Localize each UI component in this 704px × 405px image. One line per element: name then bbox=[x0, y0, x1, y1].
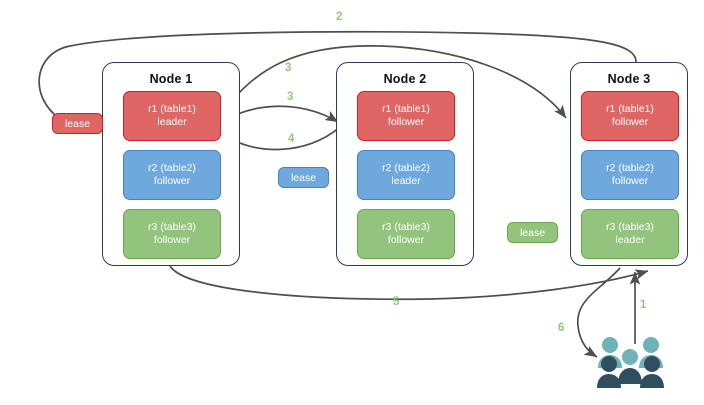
replica-card-node1-r2[interactable]: r2 (table2) follower bbox=[123, 150, 221, 200]
replica-role: follower bbox=[387, 234, 425, 246]
replica-name: r1 (table1) bbox=[148, 103, 196, 116]
replica-card-node2-r1[interactable]: r1 (table1) follower bbox=[357, 91, 455, 141]
replica-name: r3 (table3) bbox=[606, 221, 654, 234]
node-container-1[interactable]: Node 1 r1 (table1) leader r2 (table2) fo… bbox=[102, 62, 240, 266]
node-container-3[interactable]: Node 3 r1 (table1) follower r2 (table2) … bbox=[570, 62, 688, 266]
lease-pill-red[interactable]: lease bbox=[52, 113, 103, 134]
replica-name: r2 (table2) bbox=[606, 162, 654, 175]
edge-5-path bbox=[169, 265, 649, 301]
edge-label-6: 6 bbox=[558, 322, 565, 334]
lease-label: lease bbox=[519, 226, 546, 239]
replica-card-node3-r2[interactable]: r2 (table2) follower bbox=[581, 150, 679, 200]
node-title-3: Node 3 bbox=[607, 72, 651, 86]
replica-role: follower bbox=[611, 175, 649, 187]
lease-pill-blue[interactable]: lease bbox=[278, 167, 329, 188]
replica-role: leader bbox=[391, 175, 421, 187]
replica-card-node3-r3[interactable]: r3 (table3) leader bbox=[581, 209, 679, 259]
replica-role: follower bbox=[153, 175, 191, 187]
edge-label-3a: 3 bbox=[285, 62, 292, 74]
lease-label: lease bbox=[290, 171, 317, 184]
replica-name: r2 (table2) bbox=[148, 162, 196, 175]
edge-label-4: 4 bbox=[288, 133, 295, 145]
replica-role: follower bbox=[153, 234, 191, 246]
replica-name: r1 (table1) bbox=[606, 103, 654, 116]
edge-label-1: 1 bbox=[640, 299, 647, 311]
edge-4-path bbox=[223, 126, 341, 151]
node-title-1: Node 1 bbox=[149, 72, 193, 86]
replica-card-node1-r3[interactable]: r3 (table3) follower bbox=[123, 209, 221, 259]
replica-role: follower bbox=[387, 116, 425, 128]
users-group-icon bbox=[597, 337, 664, 388]
replica-card-node2-r2[interactable]: r2 (table2) leader bbox=[357, 150, 455, 200]
edge-6-path bbox=[577, 267, 621, 358]
lease-label: lease bbox=[64, 117, 91, 130]
replica-name: r1 (table1) bbox=[382, 103, 430, 116]
node-container-2[interactable]: Node 2 r1 (table1) follower r2 (table2) … bbox=[336, 62, 474, 266]
lease-pill-green[interactable]: lease bbox=[507, 222, 558, 243]
edge-3-path bbox=[213, 45, 567, 127]
replica-role: leader bbox=[157, 116, 187, 128]
replica-card-node2-r3[interactable]: r3 (table3) follower bbox=[357, 209, 455, 259]
node-title-2: Node 2 bbox=[383, 72, 427, 86]
replica-role: follower bbox=[611, 116, 649, 128]
replica-name: r3 (table3) bbox=[382, 221, 430, 234]
replica-name: r3 (table3) bbox=[148, 221, 196, 234]
replica-card-node1-r1[interactable]: r1 (table1) leader bbox=[123, 91, 221, 141]
replica-card-node3-r1[interactable]: r1 (table1) follower bbox=[581, 91, 679, 141]
edge-label-2: 2 bbox=[336, 11, 343, 23]
edge-label-3b: 3 bbox=[287, 91, 294, 103]
edge-label-5: 5 bbox=[393, 296, 400, 308]
replica-role: leader bbox=[615, 234, 645, 246]
replica-name: r2 (table2) bbox=[382, 162, 430, 175]
